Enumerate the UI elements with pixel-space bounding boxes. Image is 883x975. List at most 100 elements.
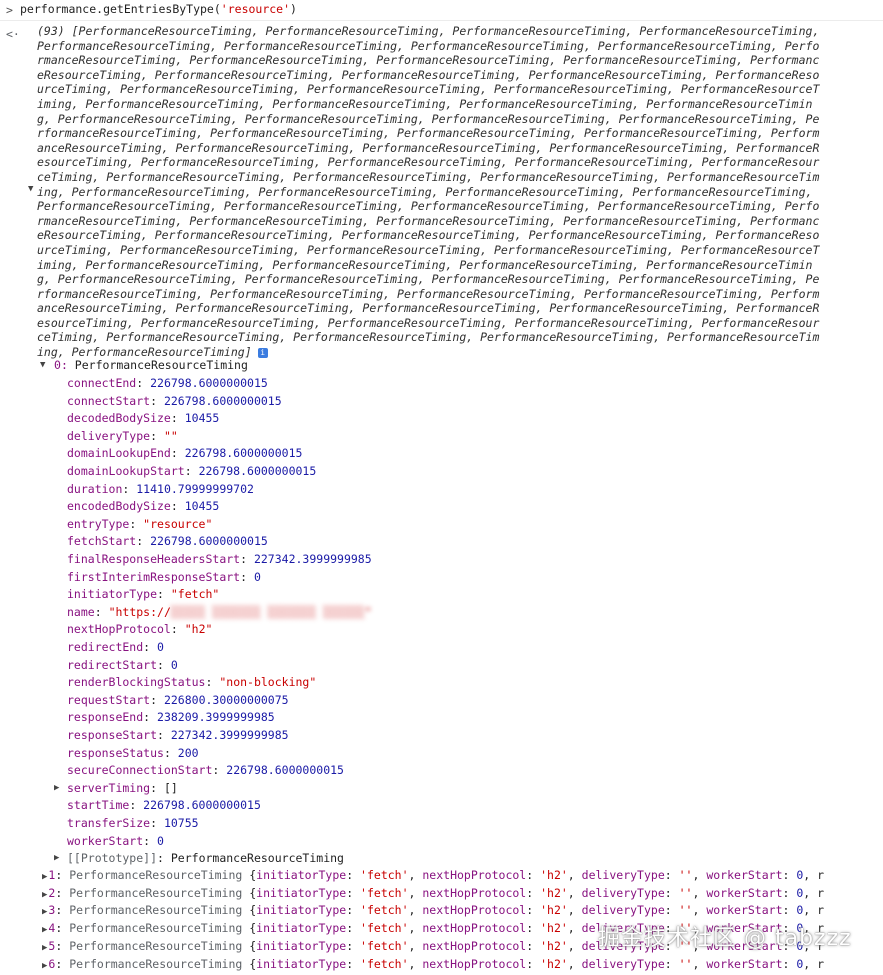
watermark: 掘金技术社区 @ tabzzz [598,926,852,951]
property-row[interactable]: ▶[[Prototype]]: PerformanceResourceTimin… [54,851,344,866]
console-command[interactable]: performance.getEntriesByType('resource') [20,2,297,16]
summary-line: g, PerformanceResourceTiming, Performanc… [37,111,820,126]
summary-line: urceTiming, PerformanceResourceTiming, P… [37,82,820,97]
property-value: 10455 [184,499,220,514]
property-value: 10455 [184,411,220,426]
property-row: renderBlockingStatus: "non-blocking" [67,675,317,690]
property-row: finalResponseHeadersStart: 227342.399999… [67,552,372,566]
collapse-triangle-icon[interactable]: ▼ [28,184,34,194]
property-value: "non-blocking" [219,675,317,690]
property-value: 226798.6000000015 [226,763,344,778]
expand-triangle-icon[interactable]: ▶ [42,872,48,882]
summary-line: esourceTiming, PerformanceResourceTiming… [37,315,820,330]
property-row: domainLookupStart: 226798.6000000015 [67,464,317,478]
property-key: connectEnd [67,376,137,390]
property-value: 0 [157,833,164,848]
expand-triangle-icon[interactable]: ▶ [42,925,48,936]
property-value: PerformanceResourceTiming [170,851,344,866]
expand-triangle-icon[interactable]: ▶ [54,782,60,793]
property-value: [] [163,780,178,795]
summary-line: PerformanceResourceTiming, PerformanceRe… [37,38,820,53]
property-key: connectStart [67,393,151,408]
summary-line: iming, PerformanceResourceTiming, Perfor… [37,96,813,111]
array-entry-row[interactable]: ▶2: PerformanceResourceTiming {initiator… [42,885,825,900]
property-key: renderBlockingStatus [67,675,206,690]
command-prefix: performance.getEntriesByType( [20,2,221,16]
property-key: name [67,604,95,619]
array-item-0[interactable]: ▼0: PerformanceResourceTiming [40,358,248,372]
prompt-chevron-icon: > [6,3,13,17]
property-key: serverTiming [67,780,151,795]
redacted-url: ░░░░░ ░░░░░░░ ░░░░░░░ ░░░░░░" [170,604,372,619]
property-key: workerStart [67,833,144,848]
summary-line: anceResourceTiming, PerformanceResourceT… [37,140,820,155]
property-row: decodedBodySize: 10455 [67,411,220,426]
property-value: 226798.6000000015 [198,464,317,478]
expand-triangle-icon[interactable]: ▶ [42,960,48,971]
property-value: 200 [177,745,199,760]
command-arg: 'resource' [220,2,291,16]
property-row: workerStart: 0 [67,833,164,848]
summary-line: ing, PerformanceResourceTiming]i [37,345,860,360]
property-key: domainLookupEnd [67,446,171,461]
expand-triangle-icon[interactable]: ▶ [42,889,48,900]
property-row: responseStatus: 200 [67,745,199,760]
expand-triangle-icon[interactable]: ▶ [42,907,48,918]
entry-type: PerformanceResourceTiming [69,956,243,971]
property-value: 226798.6000000015 [150,376,268,390]
property-row: responseEnd: 238209.3999999985 [67,710,275,725]
entry-index: 3 [48,903,56,918]
property-value: 238209.3999999985 [157,710,275,725]
summary-line: urceTiming, PerformanceResourceTiming, P… [37,242,820,257]
property-value: "resource" [143,516,213,531]
property-key: encodedBodySize [67,499,171,514]
property-key: responseStatus [67,745,164,760]
array-entry-row[interactable]: ▶3: PerformanceResourceTiming {initiator… [42,903,825,918]
array-entry-row[interactable]: ▶5: PerformanceResourceTiming {initiator… [42,938,825,953]
property-row: connectEnd: 226798.6000000015 [67,376,268,390]
property-key: firstInterimResponseStart [67,569,241,584]
property-row: responseStart: 227342.3999999985 [67,728,289,742]
summary-line: rformanceResourceTiming, PerformanceReso… [37,286,820,301]
property-value: 226798.6000000015 [143,798,261,813]
array-entry-row[interactable]: ▶1: PerformanceResourceTiming {initiator… [42,868,825,882]
summary-line: (93) [PerformanceResourceTiming, Perform… [37,24,820,38]
expand-triangle-icon[interactable]: ▶ [54,853,60,864]
property-value: 226800.30000000075 [163,692,289,707]
property-key: duration [67,481,123,496]
property-row: startTime: 226798.6000000015 [67,798,261,813]
property-key: domainLookupStart [67,464,185,478]
entry-type: PerformanceResourceTiming [69,938,243,953]
summary-line: ceTiming, PerformanceResourceTiming, Per… [37,169,820,184]
property-row: transferSize: 10755 [67,816,199,830]
property-value: 11410.79999999702 [136,481,254,496]
console-divider [0,20,883,21]
console-input-row[interactable]: > performance.getEntriesByType('resource… [0,2,883,18]
property-row: duration: 11410.79999999702 [67,481,254,496]
property-key: secureConnectionStart [67,763,213,778]
entry-type: PerformanceResourceTiming [69,885,243,900]
property-key: decodedBodySize [67,411,171,426]
array-summary[interactable]: (93) [PerformanceResourceTiming, Perform… [37,24,860,360]
info-icon[interactable]: i [257,347,268,358]
property-row: domainLookupEnd: 226798.6000000015 [67,446,303,461]
property-row: entryType: "resource" [67,516,213,531]
property-value: "fetch" [170,587,220,602]
entry-type: PerformanceResourceTiming [69,903,243,918]
property-value: "h2" [184,622,213,637]
property-row: nextHopProtocol: "h2" [67,622,213,637]
entry-index: 2 [48,885,56,900]
array-entry-row[interactable]: ▶4: PerformanceResourceTiming {initiator… [42,921,825,936]
entry-type: PerformanceResourceTiming [69,921,243,936]
property-value: 0 [253,569,261,584]
array-entry-row[interactable]: ▶6: PerformanceResourceTiming {initiator… [42,956,825,971]
property-value: "https:// [108,604,171,619]
property-key: responseStart [67,728,158,742]
property-value: 226798.6000000015 [184,446,303,461]
property-row: requestStart: 226800.30000000075 [67,692,289,707]
property-value: 226798.6000000015 [150,534,268,549]
property-row[interactable]: ▶serverTiming: [] [54,780,178,795]
expand-triangle-icon[interactable]: ▶ [42,942,48,953]
summary-line: PerformanceResourceTiming, PerformanceRe… [37,199,820,214]
collapse-triangle-icon[interactable]: ▼ [40,360,46,370]
